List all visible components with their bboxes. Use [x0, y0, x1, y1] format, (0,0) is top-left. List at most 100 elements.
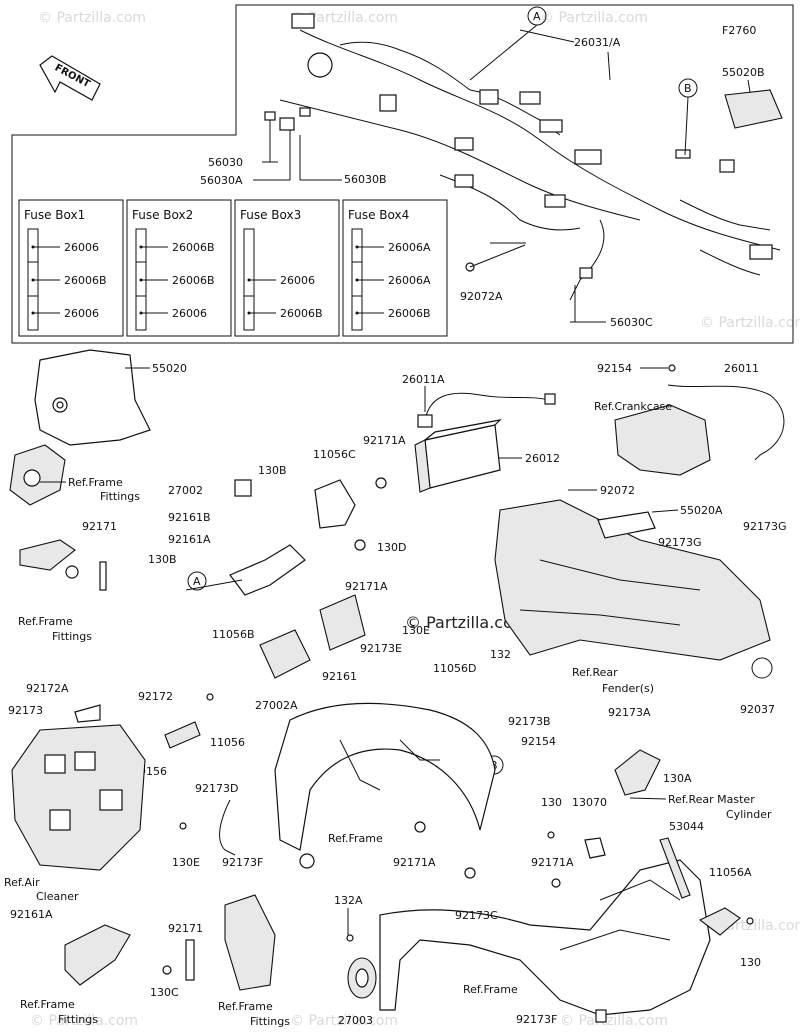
- label-92171A: 92171A: [531, 856, 574, 869]
- label-ref-rear-master: Cylinder: [726, 808, 772, 821]
- label-55020B: 55020B: [722, 66, 765, 79]
- callout-b-text: B: [684, 82, 692, 95]
- label-130B: 130B: [148, 553, 177, 566]
- fuse-box-1: [18, 199, 124, 337]
- watermark: © Partzilla.com: [290, 1013, 398, 1029]
- label-92173F: 92173F: [516, 1013, 557, 1026]
- label-27002: 27002: [168, 484, 203, 497]
- label-ref-frame-fittings: Ref.Frame: [218, 1000, 273, 1013]
- label-11056B: 11056B: [212, 628, 255, 641]
- label-26012: 26012: [525, 452, 560, 465]
- frame-fitting-bracket: [224, 894, 276, 991]
- label-92173E: 92173E: [360, 642, 402, 655]
- callout-a-text: A: [533, 10, 541, 23]
- connector-icon: [454, 174, 474, 188]
- label-56030A: 56030A: [200, 174, 243, 187]
- callout-a: [187, 571, 207, 591]
- connector-icon: [379, 94, 397, 112]
- label-130E: 130E: [172, 856, 200, 869]
- fuse-label: 26006: [172, 307, 207, 320]
- label-92037: 92037: [740, 703, 775, 716]
- label-92154: 92154: [521, 735, 556, 748]
- label-92161: 92161: [322, 670, 357, 683]
- label-ref-frame-fittings: Ref.Frame: [20, 998, 75, 1011]
- label-92154: 92154: [597, 362, 632, 375]
- fuse-box-1-title: Fuse Box1: [24, 208, 85, 222]
- label-55020A: 55020A: [680, 504, 723, 517]
- label-ref-rear-fender: Ref.Rear: [572, 666, 618, 679]
- label-ref-frame: Ref.Frame: [463, 983, 518, 996]
- clamp-icon: [675, 149, 691, 159]
- ground-cable-26011: [667, 384, 785, 461]
- label-ref-frame: Ref.Frame: [328, 832, 383, 845]
- connector-icon: [479, 89, 499, 105]
- label-92171: 92171: [82, 520, 117, 533]
- air-cleaner-ref-part: [11, 724, 146, 871]
- label-13070: 13070: [572, 796, 607, 809]
- label-92173D: 92173D: [195, 782, 238, 795]
- main-frame-ref-part: [274, 702, 496, 851]
- label-92173B: 92173B: [508, 715, 551, 728]
- label-11056A: 11056A: [709, 866, 752, 879]
- label-ref-frame-fittings: Ref.Frame: [68, 476, 123, 489]
- clip-92037-icon: [751, 657, 773, 679]
- front-arrow-icon: FRONT: [39, 55, 101, 101]
- fuse-box-group: Fuse Box1 26006 26006B 26006 Fuse Box2 2…: [18, 199, 448, 337]
- label-92173: 92173: [8, 704, 43, 717]
- bracket-92171: [19, 539, 76, 571]
- label-92173C: 92173C: [455, 909, 498, 922]
- label-ref-crankcase: Ref.Crankcase: [594, 400, 672, 413]
- label-55020: 55020: [152, 362, 187, 375]
- label-11056C: 11056C: [313, 448, 356, 461]
- center-watermark: © Partzilla.com: [405, 613, 528, 632]
- label-26011A: 26011A: [402, 373, 445, 386]
- connector-icon: [749, 244, 773, 260]
- relay-27002-icon: [234, 479, 252, 497]
- label-ref-frame-fittings: Fittings: [52, 630, 92, 643]
- clamp-icon: [264, 111, 276, 121]
- clamp-icon: [299, 107, 311, 117]
- label-ref-rear-fender: Fender(s): [602, 682, 654, 695]
- label-ref-air-cleaner: Ref.Air: [4, 876, 40, 889]
- label-92171: 92171: [168, 922, 203, 935]
- label-ref-rear-master: Ref.Rear Master: [668, 793, 755, 806]
- crankcase-ref-part: [614, 404, 711, 476]
- watermark: © Partzilla.com: [700, 315, 800, 331]
- label-92072: 92072: [600, 484, 635, 497]
- battery-26012: [414, 419, 502, 493]
- fuse-box-3: [234, 199, 340, 337]
- label-132: 132: [490, 648, 511, 661]
- fuse-label: 26006B: [280, 307, 323, 320]
- bracket-92173A: [614, 749, 661, 796]
- label-ref-frame-fittings: Fittings: [100, 490, 140, 503]
- label-130A: 130A: [663, 772, 692, 785]
- ecu-92161: [319, 594, 366, 651]
- fuse-box-3-title: Fuse Box3: [240, 208, 301, 222]
- label-11056: 11056: [210, 736, 245, 749]
- bracket-92161A: [64, 924, 131, 986]
- watermark: © Partzilla.com: [560, 1013, 668, 1029]
- watermark: © Partzilla.com: [540, 10, 648, 26]
- label-92171A: 92171A: [393, 856, 436, 869]
- fuse-label: 26006: [64, 307, 99, 320]
- label-92173G: 92173G: [658, 536, 702, 549]
- label-92173A: 92173A: [608, 706, 651, 719]
- fuse-label: 26006B: [172, 241, 215, 254]
- fuse-label: 26006A: [388, 274, 431, 287]
- strap-icon: [185, 939, 195, 981]
- label-92173G: 92173G: [743, 520, 787, 533]
- label-92173F: 92173F: [222, 856, 263, 869]
- battery-cable-26011A: [424, 392, 549, 421]
- connector-icon: [279, 117, 295, 131]
- label-92161B: 92161B: [168, 511, 211, 524]
- label-27002A: 27002A: [255, 699, 298, 712]
- rear-fender-ref-part: [494, 499, 771, 661]
- cover-55020A: [597, 511, 656, 539]
- connector-icon: [291, 13, 315, 29]
- connector-icon: [454, 137, 474, 151]
- lower-frame-ref-part: [379, 859, 711, 1016]
- fuse-box-4: [342, 199, 448, 337]
- label-92172A: 92172A: [26, 682, 69, 695]
- watermark: © Partzilla.com: [38, 10, 146, 26]
- relay-box-27002A: [259, 629, 311, 679]
